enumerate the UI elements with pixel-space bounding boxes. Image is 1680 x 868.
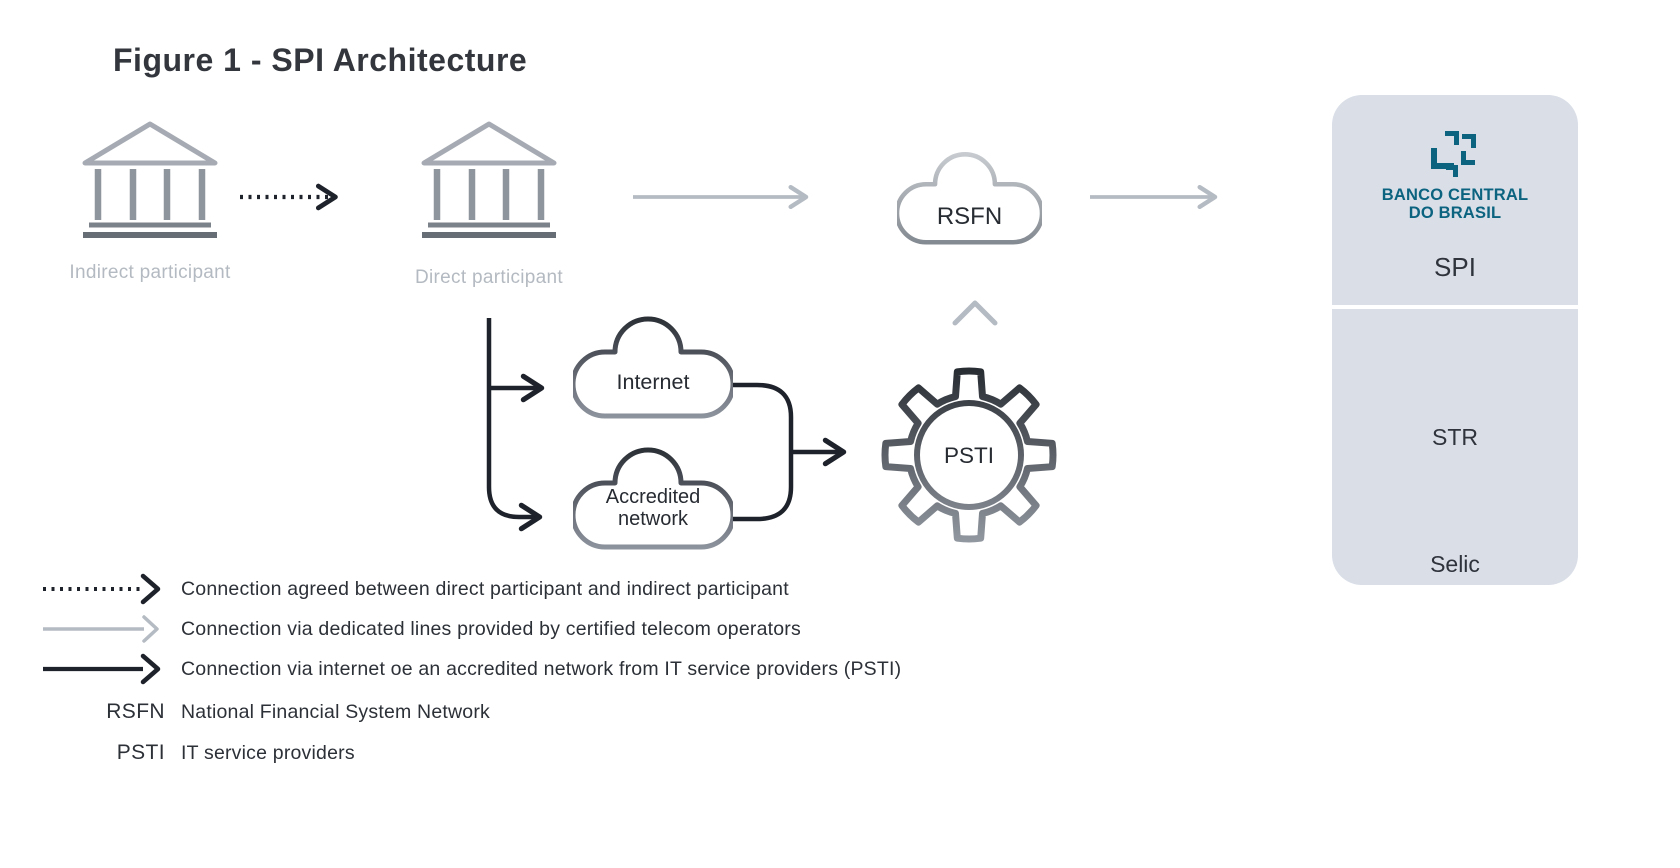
- psti-gear-label: PSTI: [943, 443, 994, 468]
- bcb-str-selic-panel: [1332, 309, 1578, 585]
- legend-text: National Financial System Network: [181, 700, 490, 723]
- spi-label: SPI: [1434, 252, 1476, 282]
- rsfn-cloud-icon: [897, 152, 1042, 245]
- dotted-arrow-icon: [40, 571, 165, 607]
- legend-row-agreed-connection: Connection agreed between direct partici…: [40, 571, 789, 607]
- legend-text: Connection agreed between direct partici…: [181, 577, 789, 600]
- figure-title: Figure 1 - SPI Architecture: [113, 42, 528, 78]
- internet-cloud-icon: [573, 316, 733, 419]
- indirect-participant-bank-icon: [82, 121, 218, 238]
- bcb-name-line2: DO BRASIL: [1408, 204, 1502, 222]
- str-label: STR: [1432, 424, 1478, 450]
- accredited-network-cloud-label: Accredited network: [573, 486, 733, 530]
- banco-central-logo-icon: [1431, 131, 1476, 177]
- legend-text: Connection via internet oe an accredited…: [181, 657, 902, 680]
- direct-participant-bank-icon: [421, 121, 557, 238]
- internet-cloud-label: Internet: [616, 370, 690, 394]
- cloud-merge-bracket: [733, 382, 794, 522]
- legend-text: IT service providers: [181, 741, 355, 764]
- rsfn-cloud-label: RSFN: [936, 203, 1003, 230]
- bcb-spi-panel: [1332, 95, 1578, 305]
- legend-row-rsfn-definition: RSFN National Financial System Network: [40, 694, 490, 730]
- bcb-name-line1: BANCO CENTRAL: [1381, 186, 1529, 204]
- psti-gear-icon: [881, 367, 1057, 543]
- psti-rsfn-chevron-icon: [952, 300, 998, 326]
- legend-row-dedicated-lines: Connection via dedicated lines provided …: [40, 611, 801, 647]
- accredited-network-cloud-icon: [573, 447, 733, 550]
- participant-accredited-connector: [486, 318, 543, 532]
- rsfn-acronym: RSFN: [106, 700, 165, 723]
- accredited-line1: Accredited: [605, 486, 701, 508]
- direct-participant-label: Direct participant: [415, 267, 563, 288]
- legend-text: Connection via dedicated lines provided …: [181, 617, 801, 640]
- selic-label: Selic: [1430, 551, 1480, 577]
- black-arrow-icon: [40, 651, 165, 687]
- legend-row-psti-definition: PSTI IT service providers: [40, 735, 355, 771]
- accredited-line2: network: [617, 508, 689, 530]
- legend-row-internet-connection: Connection via internet oe an accredited…: [40, 651, 901, 687]
- gray-arrow-icon: [40, 611, 165, 647]
- psti-acronym: PSTI: [116, 741, 165, 764]
- indirect-participant-label: Indirect participant: [69, 262, 231, 283]
